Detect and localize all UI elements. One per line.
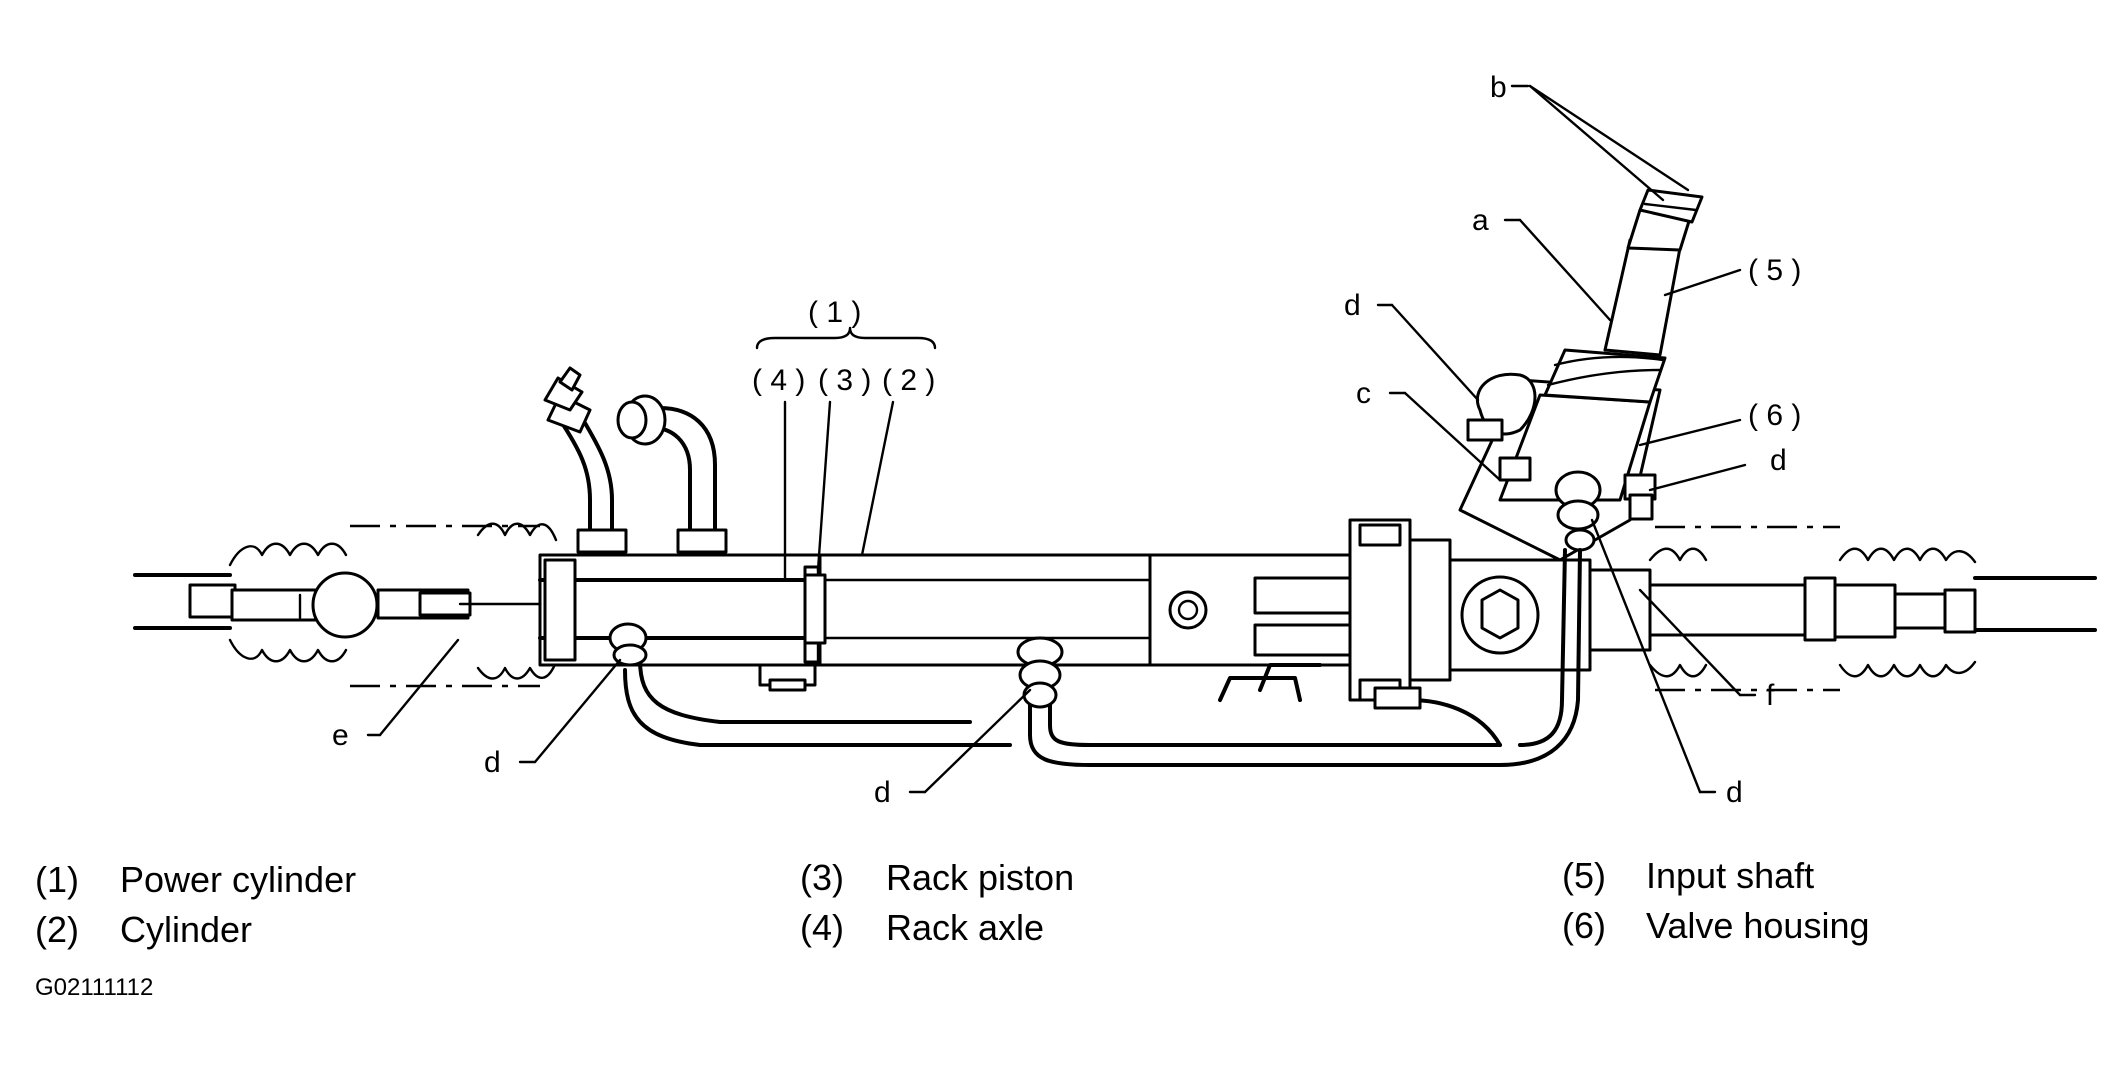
leader-lines — [366, 84, 1757, 794]
legend-num-3: (3) — [800, 857, 844, 898]
left-boot — [188, 522, 558, 680]
right-tie-rod — [1973, 576, 2097, 632]
callout-d-lower-left: d — [484, 746, 501, 779]
callout-3: ( 3 ) — [818, 364, 871, 397]
valve-port-fitting — [1554, 470, 1602, 552]
rack-piston — [803, 573, 827, 645]
hose-upper-left — [543, 366, 628, 554]
callout-4: ( 4 ) — [752, 364, 805, 397]
input-shaft — [1603, 188, 1704, 357]
legend-num-1: (1) — [35, 859, 79, 900]
group-brace — [755, 326, 937, 350]
fitting-lower-center — [1016, 636, 1064, 709]
legend-num-4: (4) — [800, 907, 844, 948]
callout-d-right: d — [1770, 444, 1787, 477]
callout-c: c — [1356, 377, 1371, 410]
legend-text-4: Rack axle — [886, 907, 1044, 948]
hose-upper-right — [616, 394, 728, 554]
legend-num-6: (6) — [1562, 905, 1606, 946]
gear-housing — [1348, 518, 1652, 702]
callout-f: f — [1766, 679, 1775, 712]
legend-text-3: Rack piston — [886, 857, 1074, 898]
lower-pipes — [623, 548, 1582, 767]
left-tie-rod — [133, 573, 232, 630]
valve-fitting-right — [1623, 473, 1657, 521]
callout-a: a — [1472, 204, 1489, 237]
callout-d-lower-right: d — [1726, 776, 1743, 809]
callout-group-1: ( 1 ) — [808, 296, 861, 329]
legend: (1) Power cylinder (2) Cylinder (3) Rack… — [35, 855, 1870, 950]
legend-num-2: (2) — [35, 909, 79, 950]
callout-5: ( 5 ) — [1748, 254, 1801, 287]
legend-num-5: (5) — [1562, 855, 1606, 896]
callout-2: ( 2 ) — [882, 364, 935, 397]
fitting-lower-left — [608, 622, 648, 667]
right-boot — [1648, 547, 1977, 678]
callout-6: ( 6 ) — [1748, 399, 1801, 432]
legend-text-6: Valve housing — [1646, 905, 1870, 946]
legend-text-2: Cylinder — [120, 909, 252, 950]
figure-code: G02111112 — [35, 974, 153, 1001]
callout-d-lower-center: d — [874, 776, 891, 809]
legend-text-5: Input shaft — [1646, 855, 1814, 896]
legend-text-1: Power cylinder — [120, 859, 356, 900]
power-cylinder — [538, 553, 1362, 667]
callout-b: b — [1490, 71, 1507, 104]
callout-e: e — [332, 719, 349, 752]
callout-d-upper: d — [1344, 289, 1361, 322]
valve-fitting-upper-left — [1466, 372, 1537, 482]
